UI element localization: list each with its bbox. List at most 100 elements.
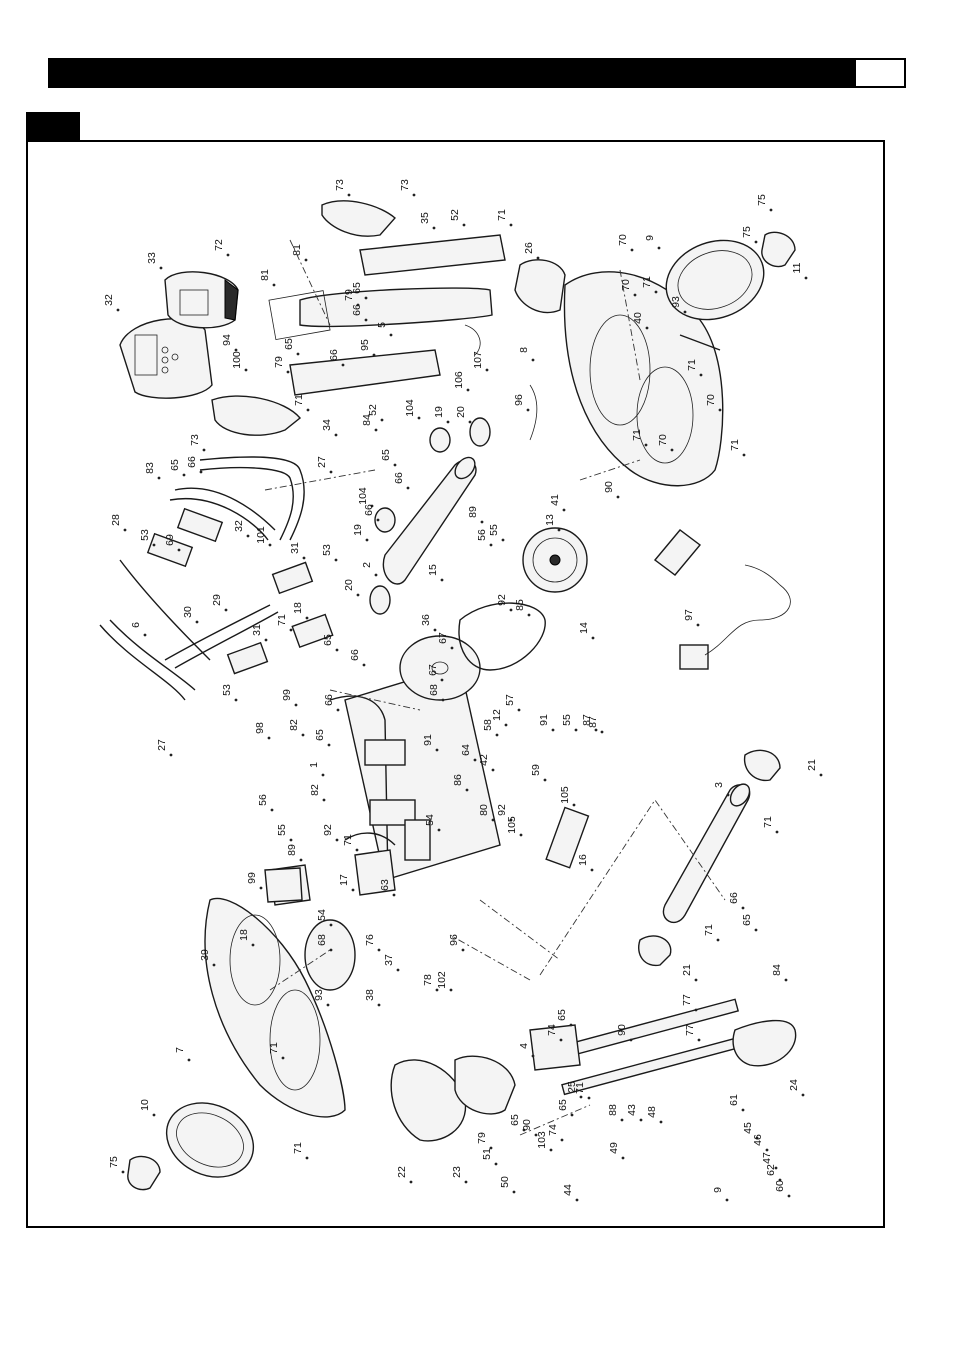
label-leader-dot [372,353,376,357]
part-label: 66 [393,472,405,484]
label-leader-dot [121,1170,125,1174]
label-leader-dot [495,733,499,737]
label-leader-dot [527,613,531,617]
label-leader-dot [531,1054,535,1058]
label-leader-dot [435,988,439,992]
label-leader-dot [123,528,127,532]
part-label: 93 [670,296,682,308]
label-leader-dot [509,608,513,612]
label-leader-dot [501,538,505,542]
part-label: 53 [321,544,333,556]
label-leader-dot [572,803,576,807]
part-label: 71 [762,816,774,828]
label-leader-dot [267,736,271,740]
label-leader-dot [591,636,595,640]
part-label: 41 [549,494,561,506]
label-leader-dot [616,495,620,499]
part-label: 31 [251,624,263,636]
part-label: 98 [254,722,266,734]
part-label: 92 [322,824,334,836]
part-label: 58 [482,719,494,731]
part-label: 65 [322,634,334,646]
label-leader-dot [531,358,535,362]
part-label: 65 [557,1099,569,1111]
part-label: 7 [174,1047,186,1053]
label-leader-dot [251,943,255,947]
part-label: 59 [530,764,542,776]
label-leader-dot [305,1156,309,1160]
label-leader-dot [536,256,540,260]
label-leader-dot [579,1095,583,1099]
label-leader-dot [322,798,326,802]
label-leader-dot [351,888,355,892]
label-leader-dot [551,728,555,732]
label-leader-dot [461,948,465,952]
label-leader-dot [389,333,393,337]
part-label: 55 [276,824,288,836]
console-display [119,318,213,399]
part-label: 70 [657,434,669,446]
part-label: 79 [273,356,285,368]
label-leader-dot [286,370,290,374]
label-leader-dot [512,1190,516,1194]
part-label: 65 [351,282,363,294]
part-label: 6 [130,622,142,628]
part-label: 106 [453,371,465,389]
part-label: 66 [363,504,375,516]
label-leader-dot [326,1003,330,1007]
part-label: 84 [361,414,373,426]
label-leader-dot [575,1198,579,1202]
pedals [127,231,796,1191]
label-leader-dot [433,628,437,632]
label-leader-dot [329,923,333,927]
label-leader-dot [819,773,823,777]
label-leader-dot [560,1138,564,1142]
part-label: 52 [367,404,379,416]
section-tab [26,112,80,140]
part-label: 16 [577,854,589,866]
part-label: 20 [343,579,355,591]
label-leader-dot [633,293,637,297]
label-leader-dot [517,708,521,712]
flywheel [399,635,481,701]
label-leader-dot [377,1003,381,1007]
part-label: 14 [578,622,590,634]
label-leader-dot [294,703,298,707]
part-label: 89 [286,844,298,856]
part-label: 71 [342,834,354,846]
part-label: 101 [255,526,267,544]
part-label: 82 [309,784,321,796]
seat-post [529,998,797,1096]
label-leader-dot [157,476,161,480]
label-leader-dot [699,373,703,377]
label-leader-dot [549,1148,553,1152]
part-label: 36 [420,614,432,626]
label-leader-dot [143,633,147,637]
part-label: 23 [451,1166,463,1178]
console-mast [268,234,506,396]
label-leader-dot [169,753,173,757]
label-leader-dot [329,948,333,952]
part-label: 77 [684,1024,696,1036]
label-leader-dot [370,504,374,508]
label-leader-dot [226,253,230,257]
part-label: 81 [291,244,303,256]
label-leader-dot [296,352,300,356]
label-leader-dot [741,906,745,910]
part-label: 83 [144,462,156,474]
part-label: 71 [631,429,643,441]
part-label: 53 [139,529,151,541]
part-label: 104 [404,399,416,417]
part-label: 80 [478,804,490,816]
part-label: 33 [146,252,158,264]
label-leader-dot [639,1118,643,1122]
label-leader-dot [534,1133,538,1137]
handlebars [99,456,334,701]
rear-stabilizer-tube [662,783,751,924]
part-label: 75 [741,226,753,238]
part-label: 31 [289,542,301,554]
part-label: 35 [419,212,431,224]
label-leader-dot [441,698,445,702]
main-frame [269,664,501,906]
part-label: 67 [427,664,439,676]
